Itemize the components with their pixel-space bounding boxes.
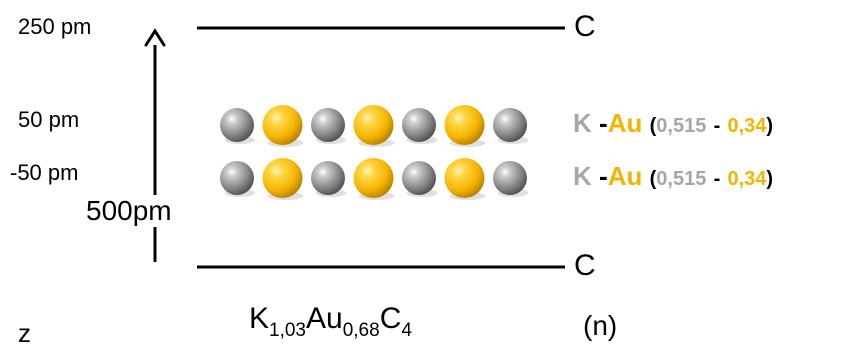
carbon-layer-bottom-label: C [574,249,596,282]
potassium-atom [311,108,345,142]
legend-au: Au [607,161,643,191]
gold-atom [353,158,394,198]
potassium-atom [493,108,527,142]
potassium-atom [493,161,527,195]
legend-k-value: 0,515 [656,115,707,137]
composition-formula: K1,03Au0,68C4 [249,302,412,342]
formula-element-k: K [249,302,270,335]
atom-row-legend: K -Au (0,515 - 0,34) [573,161,773,192]
legend-au: Au [607,108,643,138]
legend-close-paren: ) [766,115,774,137]
carbon-layer-top-label: C [574,10,596,43]
legend-k-value: 0,515 [656,168,707,190]
formula-subscript-au: 0,68 [342,320,380,341]
atom-row-legend: K -Au (0,515 - 0,34) [573,108,773,139]
potassium-atom [220,108,254,142]
z-label-50: 50 pm [18,107,80,132]
potassium-atom [402,161,436,195]
gold-atom [262,105,303,145]
axis-span-label: 500pm [80,195,178,227]
legend-separator: - [713,168,721,190]
gold-atom [444,158,485,198]
potassium-atom [220,161,254,195]
z-label-250: 250 pm [18,14,92,39]
z-axis-arrowhead [144,28,166,47]
z-axis-title: z [18,318,31,348]
potassium-atom [311,161,345,195]
legend-open-paren: ( [649,115,657,137]
legend-k: K [573,161,592,191]
legend-dash: - [599,108,608,138]
gold-atom [353,105,394,145]
legend-k: K [573,108,592,138]
legend-close-paren: ) [766,168,774,190]
legend-au-value: 0,34 [727,115,767,137]
legend-au-value: 0,34 [727,168,767,190]
formula-element-c: C [379,302,402,335]
legend-dash: - [599,161,608,191]
n-label: (n) [583,310,618,341]
gold-atom [444,105,485,145]
potassium-atom [402,108,436,142]
legend-open-paren: ( [649,168,657,190]
atom-layers [220,105,529,200]
formula-element-au: Au [306,302,343,335]
formula-subscript-c: 4 [401,320,412,341]
z-label-minus-50: -50 pm [10,160,79,185]
formula-subscript-k: 1,03 [269,320,306,341]
legend-separator: - [713,115,721,137]
gold-atom [262,158,303,198]
